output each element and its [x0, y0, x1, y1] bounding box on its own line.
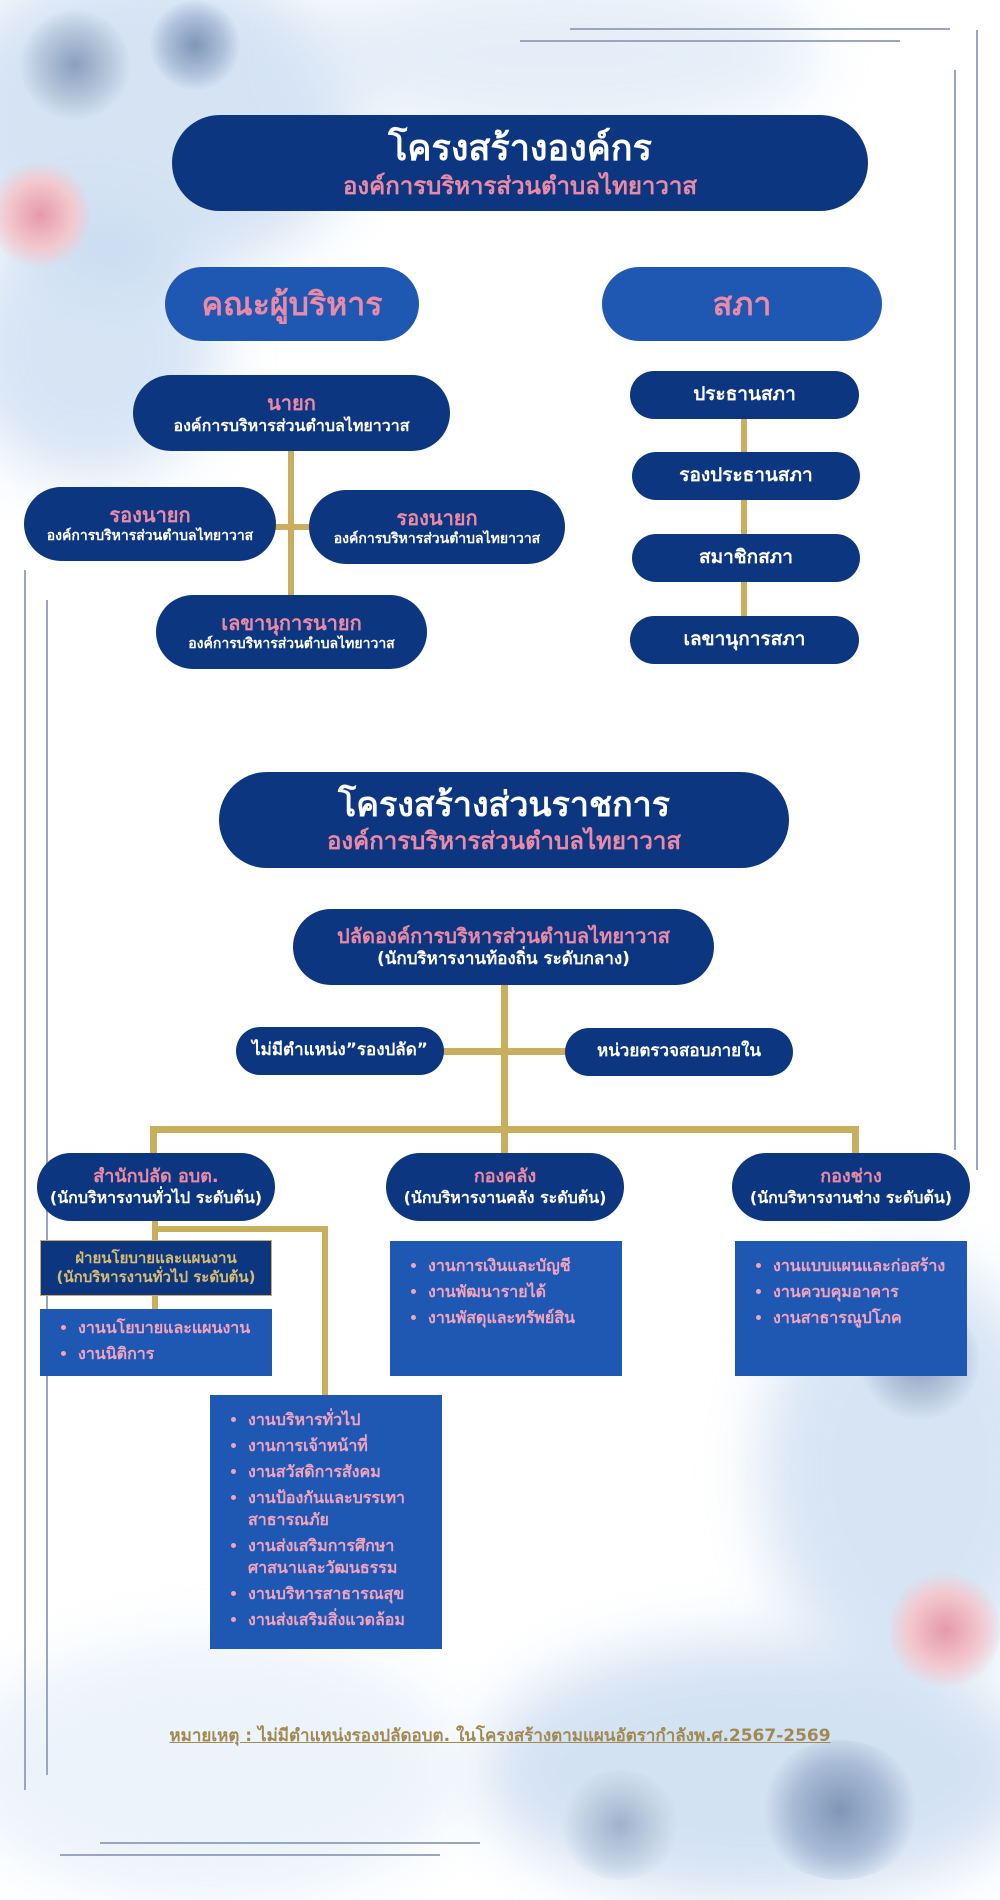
list-item: งานบริหารสาธารณสุข	[248, 1583, 428, 1605]
department-finance-node: กองคลัง (นักบริหารงานคลัง ระดับต้น)	[386, 1153, 624, 1221]
connector-line	[852, 1126, 859, 1154]
no-deputy-note-node: ไม่มีตำแหน่ง”รองปลัด”	[236, 1027, 444, 1075]
engineering-tasks-box: งานแบบแผนและก่อสร้าง งานควบคุมอาคาร งานส…	[735, 1241, 967, 1376]
connector-line	[440, 1048, 572, 1055]
department-engineering-node: กองช่าง (นักบริหารงานช่าง ระดับต้น)	[732, 1153, 970, 1221]
org-structure-subtitle: องค์การบริหารส่วนตำบลไทยาวาส	[343, 170, 697, 200]
council-vice-chair-node: รองประธานสภา	[632, 452, 860, 500]
flower-decoration	[760, 1740, 920, 1880]
chief-administrator-node: ปลัดองค์การบริหารส่วนตำบลไทยาวาส (นักบริ…	[293, 909, 714, 985]
deputy-mayor-right-node: รองนายก องค์การบริหารส่วนตำบลไทยาวาส	[309, 490, 565, 564]
deputy-mayor-left-node: รองนายก องค์การบริหารส่วนตำบลไทยาวาส	[24, 487, 276, 561]
council-secretary-node: เลขานุการสภา	[630, 616, 859, 664]
gov-structure-title: โครงสร้างส่วนราชการ	[337, 784, 671, 825]
department-office-node: สำนักปลัด อบต. (นักบริหารงานทั่วไป ระดับ…	[37, 1153, 275, 1221]
policy-tasks-box: งานนโยบายและแผนงาน งานนิติการ	[40, 1309, 272, 1376]
council-member-node: สมาชิกสภา	[632, 534, 860, 582]
org-structure-header: โครงสร้างองค์กร องค์การบริหารส่วนตำบลไทย…	[172, 115, 868, 211]
flower-decoration	[890, 1570, 1000, 1690]
footnote: หมายเหตุ : ไม่มีตำแหน่งรองปลัดอบต. ในโคร…	[169, 1726, 831, 1746]
council-heading: สภา	[602, 267, 882, 341]
flower-decoration	[560, 1770, 680, 1880]
council-chair-node: ประธานสภา	[630, 371, 859, 419]
connector-line	[322, 1226, 328, 1396]
list-item: งานบริหารทั่วไป	[248, 1409, 428, 1431]
mayor-node: นายก องค์การบริหารส่วนตำบลไทยาวาส	[133, 375, 450, 451]
list-item: งานนิติการ	[78, 1343, 258, 1365]
flower-decoration	[150, 0, 240, 90]
mayor-secretary-node: เลขานุการนายก องค์การบริหารส่วนตำบลไทยาว…	[156, 595, 427, 669]
connector-line	[741, 415, 747, 620]
connector-line	[501, 982, 508, 1154]
list-item: งานส่งเสริมสิ่งแวดล้อม	[248, 1609, 428, 1631]
internal-audit-node: หน่วยตรวจสอบภายใน	[565, 1028, 793, 1076]
flower-decoration	[0, 160, 90, 270]
list-item: งานแบบแผนและก่อสร้าง	[773, 1255, 953, 1277]
list-item: งานสวัสดิการสังคม	[248, 1461, 428, 1483]
list-item: งานนโยบายและแผนงาน	[78, 1317, 258, 1339]
flower-decoration	[20, 10, 130, 120]
gov-structure-subtitle: องค์การบริหารส่วนตำบลไทยาวาส	[327, 826, 681, 856]
list-item: งานควบคุมอาคาร	[773, 1281, 953, 1303]
org-structure-title: โครงสร้างองค์กร	[388, 126, 652, 169]
executives-heading: คณะผู้บริหาร	[165, 267, 419, 341]
connector-line	[150, 1126, 157, 1154]
connector-line	[150, 1126, 858, 1133]
connector-line	[270, 524, 314, 530]
finance-tasks-box: งานการเงินและบัญชี งานพัฒนารายได้ งานพัส…	[390, 1241, 622, 1376]
list-item: งานการเงินและบัญชี	[428, 1255, 608, 1277]
list-item: งานการเจ้าหน้าที่	[248, 1435, 428, 1457]
list-item: งานป้องกันและบรรเทาสาธารณภัย	[248, 1487, 428, 1531]
list-item: งานสาธารณูปโภค	[773, 1307, 953, 1329]
policy-unit-node: ฝ่ายนโยบายและแผนงาน (นักบริหารงานทั่วไป …	[40, 1240, 272, 1296]
list-item: งานพัสดุและทรัพย์สิน	[428, 1307, 608, 1329]
gov-structure-header: โครงสร้างส่วนราชการ องค์การบริหารส่วนตำบ…	[219, 772, 789, 868]
connector-line	[288, 448, 294, 598]
list-item: งานส่งเสริมการศึกษาศาสนาและวัฒนธรรม	[248, 1535, 428, 1579]
list-item: งานพัฒนารายได้	[428, 1281, 608, 1303]
connector-line	[152, 1226, 328, 1232]
office-tasks-box: งานบริหารทั่วไป งานการเจ้าหน้าที่ งานสวั…	[210, 1395, 442, 1649]
